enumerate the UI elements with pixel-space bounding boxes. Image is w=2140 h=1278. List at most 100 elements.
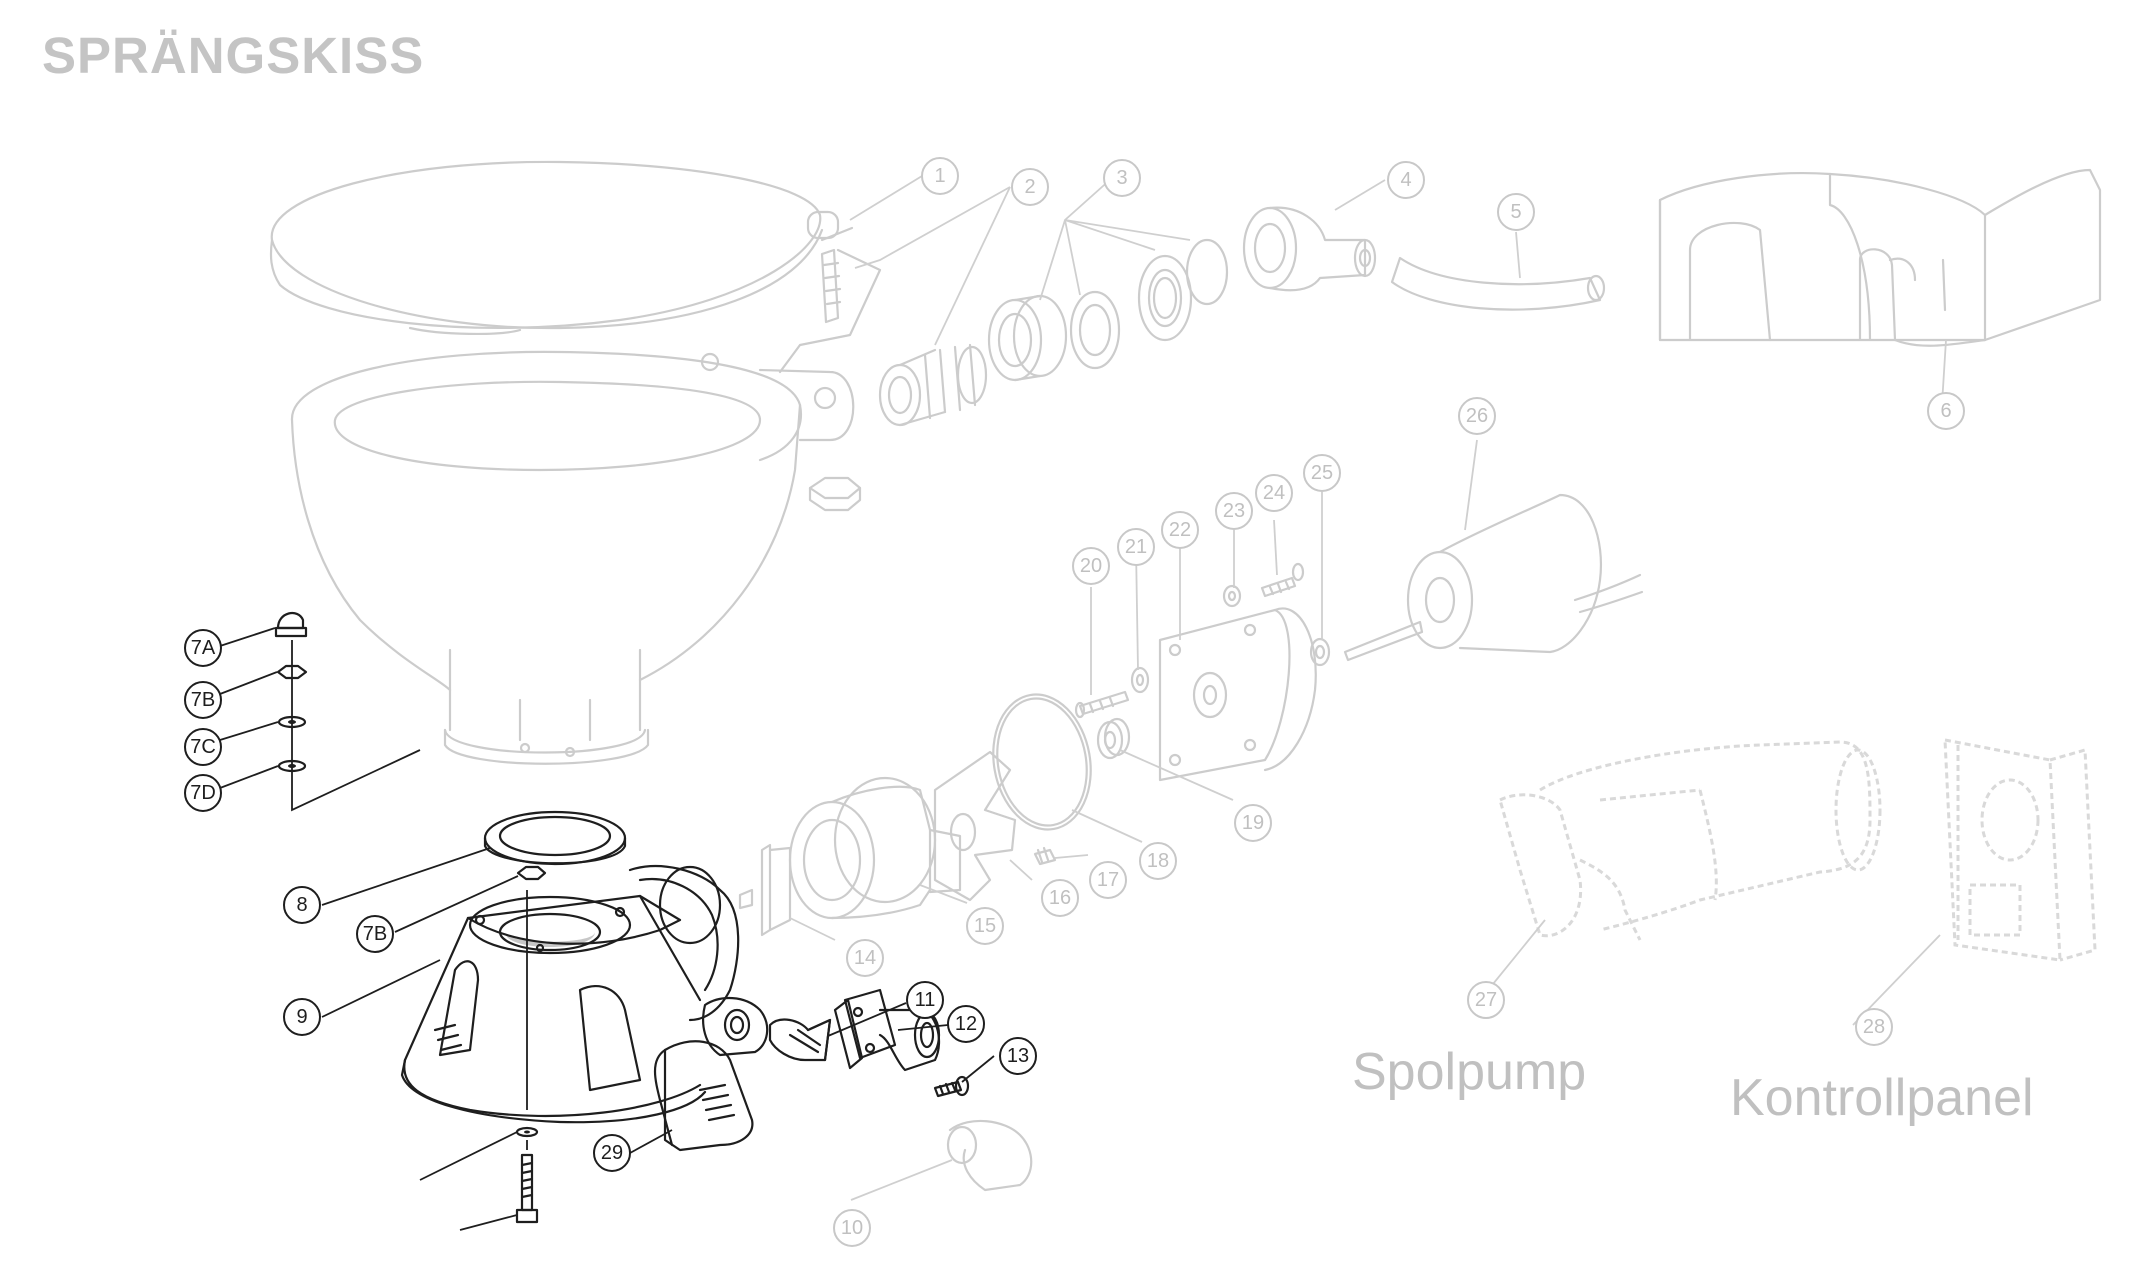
callout-19: 19 <box>1234 804 1272 842</box>
svg-text:9: 9 <box>296 1006 307 1028</box>
control-panel-label: Kontrollpanel <box>1730 1069 2034 1127</box>
callout-25: 25 <box>1303 454 1341 492</box>
callout-3: 3 <box>1103 159 1141 197</box>
impeller-16 <box>933 750 1017 902</box>
washer-7e <box>515 1126 539 1138</box>
washer-21 <box>1130 666 1150 694</box>
svg-text:11: 11 <box>915 989 936 1011</box>
motor-bracket-22 <box>1158 607 1317 782</box>
callout-14: 14 <box>846 939 884 977</box>
svg-text:13: 13 <box>1007 1045 1029 1067</box>
callout-6: 6 <box>1927 392 1965 430</box>
callout-28: 28 <box>1855 1008 1893 1046</box>
flush-pump-label: Spolpump <box>1352 1043 1587 1101</box>
svg-text:15: 15 <box>974 915 996 937</box>
seal-rings-3 <box>987 238 1229 382</box>
callout-22: 22 <box>1161 511 1199 549</box>
knob-10 <box>946 1119 1033 1192</box>
svg-text:8: 8 <box>296 894 307 916</box>
svg-text:24: 24 <box>1263 482 1285 504</box>
svg-text:27: 27 <box>1475 989 1497 1011</box>
callout-18: 18 <box>1139 842 1177 880</box>
leader-lines <box>789 175 1947 1201</box>
callout-24: 24 <box>1255 474 1293 512</box>
callout-10: 10 <box>833 1209 871 1247</box>
svg-text:17: 17 <box>1097 869 1119 891</box>
svg-text:18: 18 <box>1147 850 1169 872</box>
callout-20: 20 <box>1072 547 1110 585</box>
control-panel-ghost-28 <box>1943 738 2097 962</box>
callout-7c: 7C <box>184 728 222 766</box>
svg-text:25: 25 <box>1311 462 1333 484</box>
callout-15: 15 <box>966 907 1004 945</box>
callout-16: 16 <box>1041 879 1079 917</box>
svg-text:22: 22 <box>1169 519 1191 541</box>
svg-text:14: 14 <box>854 947 876 969</box>
callout-5: 5 <box>1497 193 1535 231</box>
outlet-valve-11 <box>768 1018 832 1062</box>
svg-text:23: 23 <box>1223 500 1245 522</box>
callout-1: 1 <box>921 157 959 195</box>
callout-bubbles: 1 2 3 4 5 6 7A 7B 7C 7D 8 7B 9 10 11 12 … <box>184 157 1965 1247</box>
toilet-seat-lid <box>269 160 840 336</box>
inlet-hose-fitting-2 <box>878 343 988 427</box>
svg-text:7A: 7A <box>191 637 216 659</box>
svg-text:7B: 7B <box>191 689 215 711</box>
callout-17: 17 <box>1089 861 1127 899</box>
svg-text:19: 19 <box>1242 812 1264 834</box>
svg-text:21: 21 <box>1125 536 1147 558</box>
gasket-8 <box>483 810 627 866</box>
svg-text:1: 1 <box>934 165 945 187</box>
bearing-19 <box>1096 717 1131 760</box>
washer-23 <box>1222 584 1242 608</box>
svg-text:7D: 7D <box>190 782 216 804</box>
callout-9: 9 <box>283 998 321 1036</box>
callout-2: 2 <box>1011 168 1049 206</box>
callout-7b: 7B <box>184 681 222 719</box>
callout-7a: 7A <box>184 629 222 667</box>
callout-13: 13 <box>999 1037 1037 1075</box>
callout-12: 12 <box>947 1005 985 1043</box>
svg-text:12: 12 <box>955 1013 977 1035</box>
callout-7b-second: 7B <box>356 915 394 953</box>
nut-7b-bottom <box>516 865 547 881</box>
toilet-bowl <box>290 350 855 765</box>
svg-text:16: 16 <box>1049 887 1071 909</box>
hex-nut <box>808 476 862 512</box>
svg-text:3: 3 <box>1116 167 1127 189</box>
svg-text:4: 4 <box>1400 169 1411 191</box>
svg-text:20: 20 <box>1080 555 1102 577</box>
callout-7d: 7D <box>184 774 222 812</box>
elbow-connector-4 <box>1242 206 1377 292</box>
svg-text:6: 6 <box>1940 400 1951 422</box>
hose-5 <box>1390 256 1606 311</box>
washer-25 <box>1309 637 1331 667</box>
callout-21: 21 <box>1117 528 1155 566</box>
callout-23: 23 <box>1215 492 1253 530</box>
svg-text:2: 2 <box>1024 176 1035 198</box>
svg-text:7C: 7C <box>190 736 216 758</box>
screw-20 <box>1074 690 1130 719</box>
cover-flap-29 <box>653 1040 754 1152</box>
cap-nut-7a <box>274 611 308 638</box>
pin-14 <box>738 843 792 937</box>
flush-pump-ghost-27 <box>1498 740 1882 941</box>
motor-26 <box>1343 493 1644 662</box>
callout-8: 8 <box>283 886 321 924</box>
svg-text:29: 29 <box>601 1142 623 1164</box>
svg-text:28: 28 <box>1863 1016 1885 1038</box>
bolt-7f <box>515 1153 539 1224</box>
o-ring-18 <box>992 693 1092 831</box>
svg-text:10: 10 <box>841 1217 863 1239</box>
pump-volute-housing <box>628 864 769 1057</box>
svg-text:5: 5 <box>1510 201 1521 223</box>
key-17 <box>1033 846 1057 866</box>
svg-text:7B: 7B <box>363 923 387 945</box>
leader-lines-dark <box>219 627 995 1231</box>
screw-24 <box>1260 562 1305 598</box>
nut-7b-top <box>276 664 308 680</box>
pump-base-9 <box>400 894 707 1124</box>
hinge-bolt <box>778 226 882 374</box>
page-title: SPRÄNGSKISS <box>42 27 425 84</box>
